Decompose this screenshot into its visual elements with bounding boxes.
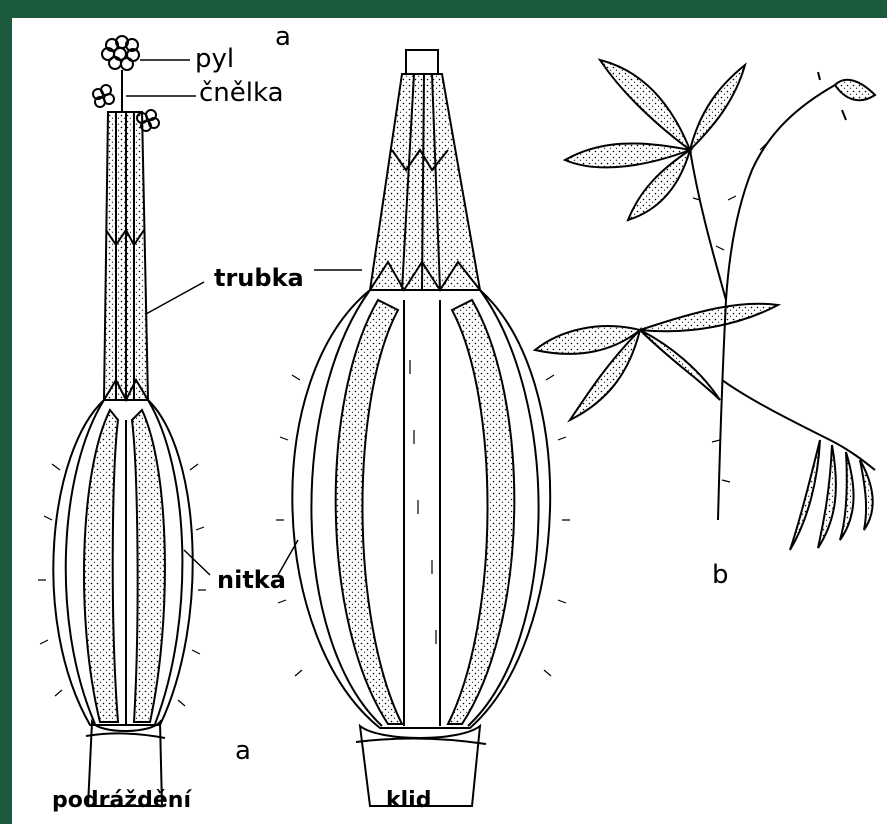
label-a-bottom: a <box>235 738 251 764</box>
label-trubka: trubka <box>214 266 304 290</box>
leaflet <box>690 65 745 150</box>
leaflet <box>640 304 778 332</box>
leaflet <box>860 460 873 530</box>
trubka-leader-left <box>146 282 204 314</box>
hairs <box>276 360 570 676</box>
leaflet <box>790 440 820 550</box>
leaflet <box>640 330 720 400</box>
label-klid: klid <box>386 790 431 812</box>
pollen-cluster-left <box>93 85 114 107</box>
leaflet <box>840 452 854 540</box>
leaflet <box>600 60 690 150</box>
resting-flower <box>276 50 570 806</box>
pollen-cluster-top <box>102 36 139 70</box>
label-podrazdeni: podráždění <box>52 790 191 812</box>
hairs <box>38 464 206 706</box>
tube <box>370 74 480 290</box>
label-cnelka: čnělka <box>199 80 284 106</box>
label-nitka: nitka <box>217 568 286 592</box>
nitka-leader-left <box>184 550 210 575</box>
stimulated-flower <box>38 36 206 806</box>
leaflet <box>818 445 836 548</box>
label-b: b <box>712 562 729 588</box>
style-tip <box>406 50 438 74</box>
stamen-body <box>53 400 192 725</box>
mimosa-branch <box>535 60 875 550</box>
label-pyl: pyl <box>195 46 234 72</box>
label-a-top: a <box>275 24 291 50</box>
leaflet <box>835 80 875 100</box>
figure-panel: a pyl čnělka trubka nitka a b podráždění… <box>12 18 887 824</box>
mimosa-illustration <box>12 18 887 824</box>
